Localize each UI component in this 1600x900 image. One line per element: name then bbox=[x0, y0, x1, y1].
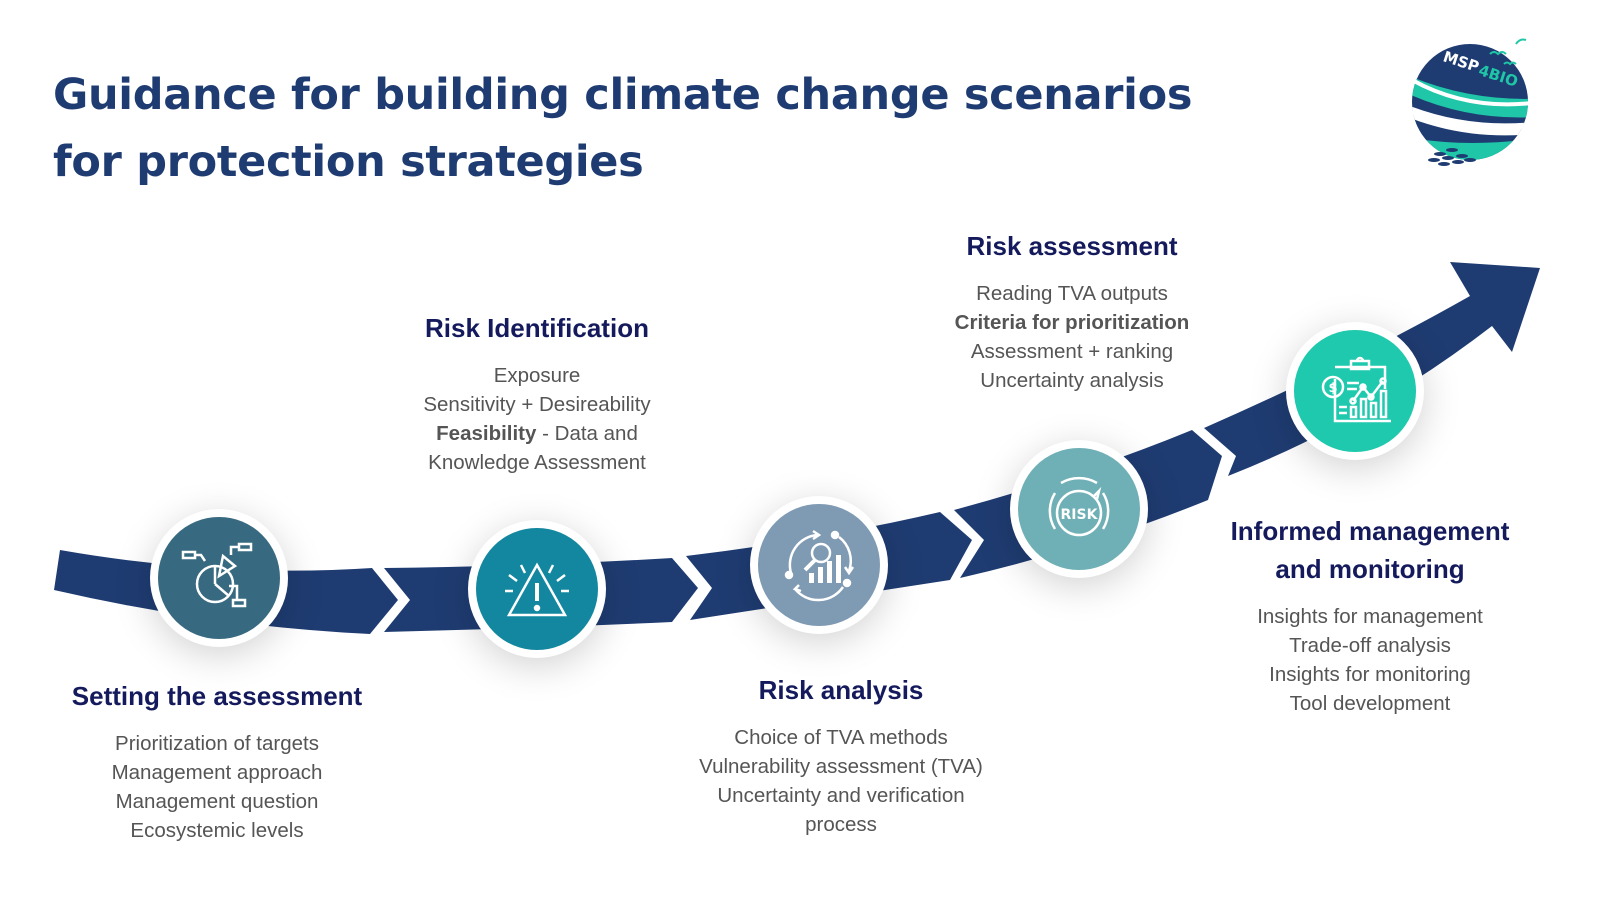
risk-gauge-label: RISK bbox=[1061, 507, 1099, 523]
page-title-line-1: Guidance for building climate change sce… bbox=[53, 70, 1193, 120]
step-items: Choice of TVA methods Vulnerability asse… bbox=[681, 723, 1001, 839]
step-item: Ecosystemic levels bbox=[130, 819, 304, 842]
step-items: Exposure Sensitivity + Desireability Fea… bbox=[387, 361, 687, 477]
step-item: Knowledge Assessment bbox=[428, 451, 646, 474]
step-risk-identification: Risk Identification Exposure Sensitivity… bbox=[387, 309, 687, 477]
step-setting-the-assessment: Setting the assessment Prioritization of… bbox=[52, 677, 382, 845]
pie-chart-diagram-icon bbox=[181, 542, 253, 608]
analysis-cycle-magnifier-icon bbox=[784, 529, 855, 602]
step-title: Risk Identification bbox=[425, 313, 649, 343]
svg-text:$: $ bbox=[1328, 381, 1337, 396]
step-item-bold: Feasibility bbox=[436, 422, 537, 445]
step-item: Management approach bbox=[111, 761, 323, 784]
step-2-node bbox=[468, 520, 606, 658]
step-risk-assessment: Risk assessment Reading TVA outputs Crit… bbox=[922, 227, 1222, 395]
page-title: Guidance for building climate change sce… bbox=[53, 62, 1192, 196]
step-informed-management: Informed management and monitoring Insig… bbox=[1210, 512, 1530, 718]
step-1-node bbox=[150, 509, 288, 647]
step-risk-analysis: Risk analysis Choice of TVA methods Vuln… bbox=[681, 671, 1001, 839]
step-item: Feasibility - Data and bbox=[436, 422, 638, 445]
page-title-line-2: for protection strategies bbox=[53, 137, 644, 187]
step-items: Prioritization of targets Management app… bbox=[52, 729, 382, 845]
step-item: process bbox=[805, 813, 877, 836]
step-title: Informed management and monitoring bbox=[1230, 516, 1510, 584]
step-item: Management question bbox=[115, 790, 319, 813]
step-item: Tool development bbox=[1289, 692, 1451, 715]
msp4bio-logo-icon: MSP 4BIO bbox=[1409, 38, 1541, 166]
step-item: Uncertainty and verification bbox=[717, 784, 965, 807]
risk-gauge-icon: RISK bbox=[1048, 476, 1110, 537]
step-item: Insights for management bbox=[1257, 605, 1483, 628]
step-items: Insights for management Trade-off analys… bbox=[1210, 602, 1530, 718]
step-title: Risk assessment bbox=[966, 231, 1178, 261]
step-item: Sensitivity + Desireability bbox=[423, 393, 651, 416]
step-item: Uncertainty analysis bbox=[980, 369, 1164, 392]
step-item: Exposure bbox=[493, 364, 581, 387]
step-items: Reading TVA outputs Criteria for priorit… bbox=[922, 279, 1222, 395]
step-item: Criteria for prioritization bbox=[922, 308, 1222, 337]
step-item: Prioritization of targets bbox=[115, 732, 319, 755]
step-3-node bbox=[750, 496, 888, 634]
financial-report-chart-icon: $ bbox=[1321, 356, 1391, 423]
step-item: Assessment + ranking bbox=[970, 340, 1174, 363]
step-title: Risk analysis bbox=[758, 675, 924, 705]
step-item: Insights for monitoring bbox=[1269, 663, 1471, 686]
step-item: Trade-off analysis bbox=[1289, 634, 1451, 657]
step-item: Reading TVA outputs bbox=[976, 282, 1168, 305]
step-title: Setting the assessment bbox=[71, 681, 363, 711]
step-item-bold: Criteria for prioritization bbox=[954, 311, 1190, 334]
step-5-node: $ bbox=[1286, 322, 1424, 460]
step-item: Vulnerability assessment (TVA) bbox=[699, 755, 983, 778]
warning-triangle-icon bbox=[505, 562, 569, 617]
step-4-node: RISK bbox=[1010, 440, 1148, 578]
step-item: Choice of TVA methods bbox=[734, 726, 948, 749]
